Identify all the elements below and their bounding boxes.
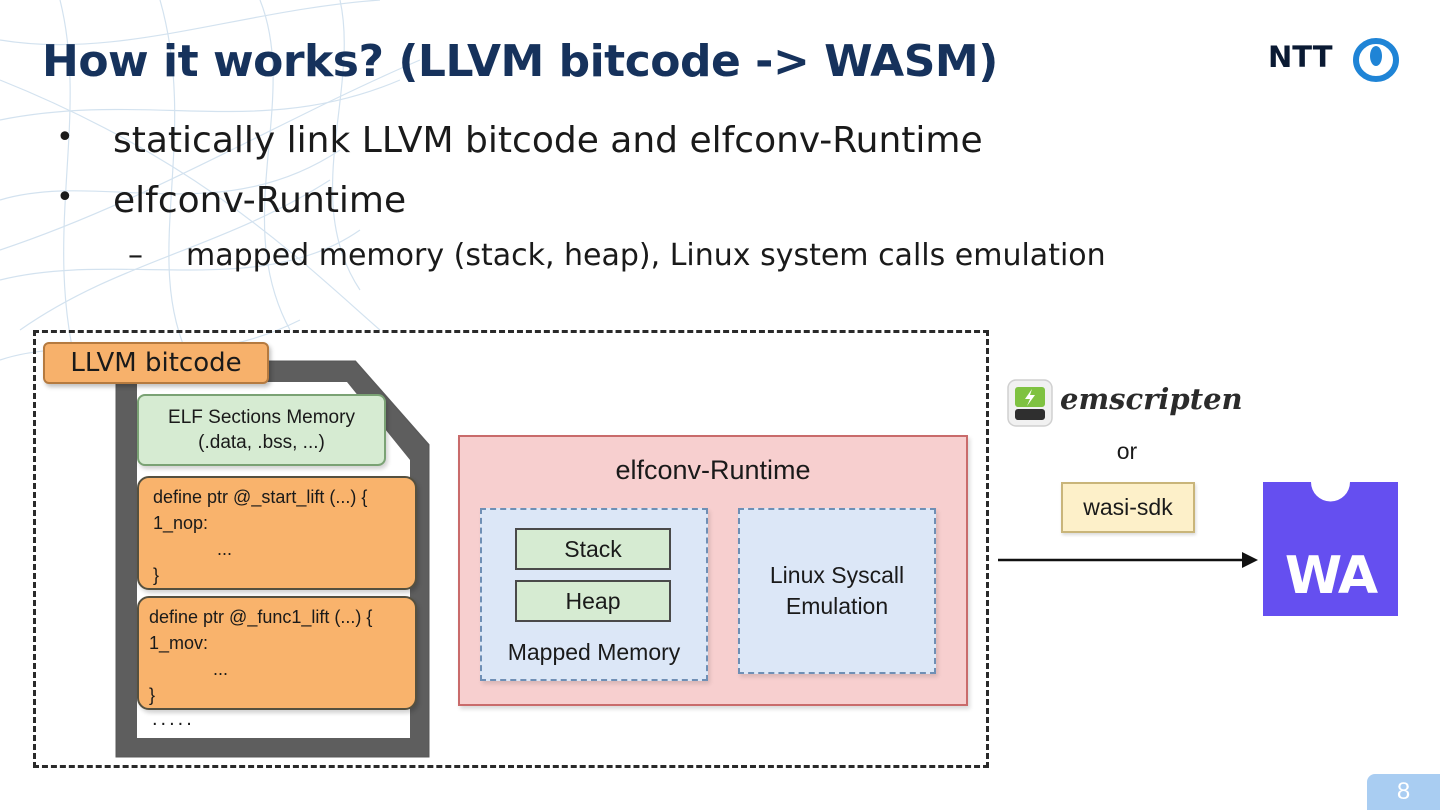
elf-sections-title: ELF Sections Memory [168, 407, 355, 428]
bullet-text: elfconv-Runtime [113, 180, 407, 221]
slide-title: How it works? (LLVM bitcode -> WASM) [42, 36, 998, 87]
code-line: define ptr @_start_lift (...) { [153, 487, 368, 507]
elfconv-runtime-title: elfconv-Runtime [615, 455, 811, 485]
code-line: ... [213, 659, 229, 679]
emscripten-logo: emscripten [1006, 378, 1243, 432]
emscripten-text: emscripten [1060, 382, 1243, 416]
bullet-dot-icon: • [56, 180, 74, 215]
or-label: or [1116, 438, 1138, 464]
code-line: } [153, 565, 160, 585]
llvm-module-container [33, 330, 989, 768]
mapped-memory-label: Mapped Memory [507, 639, 681, 665]
start-lift-code-block: define ptr @_start_lift (...) { 1_nop: .… [137, 476, 417, 590]
code-line: 1_nop: [153, 513, 209, 533]
dash-icon: – [128, 238, 143, 273]
code-line: define ptr @_func1_lift (...) { [149, 607, 373, 627]
ntt-mark-icon [1353, 38, 1399, 82]
bullet-text: statically link LLVM bitcode and elfconv… [113, 120, 983, 161]
code-line: ... [217, 539, 233, 559]
webassembly-logo-text: WA [1284, 546, 1378, 606]
elf-sections-subtitle: (.data, .bss, ...) [198, 432, 325, 453]
bullet-dot-icon: • [56, 120, 74, 155]
code-line: 1_mov: [149, 633, 209, 653]
ntt-logo: NTT [1268, 36, 1408, 84]
emscripten-icon [1007, 379, 1053, 427]
wasi-sdk-box: wasi-sdk [1061, 482, 1195, 533]
more-functions-dots: ..... [152, 708, 195, 730]
syscall-label-line1: Linux Syscall [769, 562, 905, 588]
compile-arrow [998, 552, 1258, 568]
syscall-label-line2: Emulation [785, 593, 889, 619]
linux-syscall-emulation-box: Linux Syscall Emulation [738, 508, 936, 674]
page-number: 8 [1367, 774, 1440, 810]
sub-bullet-text: mapped memory (stack, heap), Linux syste… [186, 238, 1106, 273]
webassembly-logo-icon [1263, 482, 1398, 616]
logo-text: NTT [1268, 40, 1333, 74]
heap-box: Heap [515, 580, 671, 622]
code-line: } [149, 685, 156, 705]
elf-sections-memory-box: ELF Sections Memory (.data, .bss, ...) [137, 394, 386, 466]
func1-lift-code-block: define ptr @_func1_lift (...) { 1_mov: .… [137, 596, 417, 710]
stack-box: Stack [515, 528, 671, 570]
llvm-bitcode-label: LLVM bitcode [43, 342, 269, 384]
